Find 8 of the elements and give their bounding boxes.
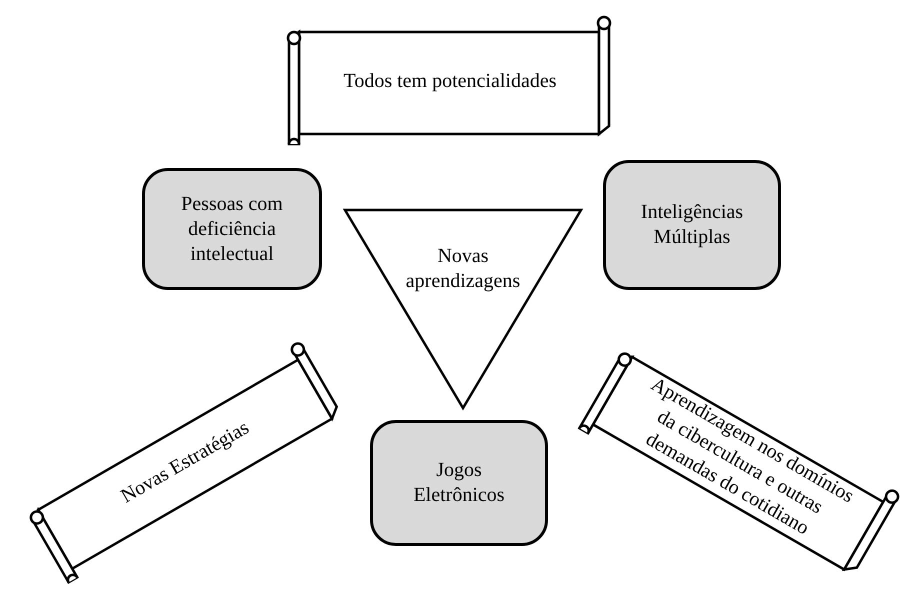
rounded-box (603, 160, 781, 290)
node-text: Jogos Eletrônicos (412, 458, 506, 508)
node-text: Pessoas com deficiência intelectual (180, 192, 284, 266)
node-text: Todos tem potencialidades (344, 68, 556, 94)
rounded-box (142, 168, 322, 290)
node-text: Inteligências Múltiplas (640, 200, 744, 250)
node-text: Novas aprendizagens (404, 244, 522, 294)
rounded-box (370, 420, 548, 546)
